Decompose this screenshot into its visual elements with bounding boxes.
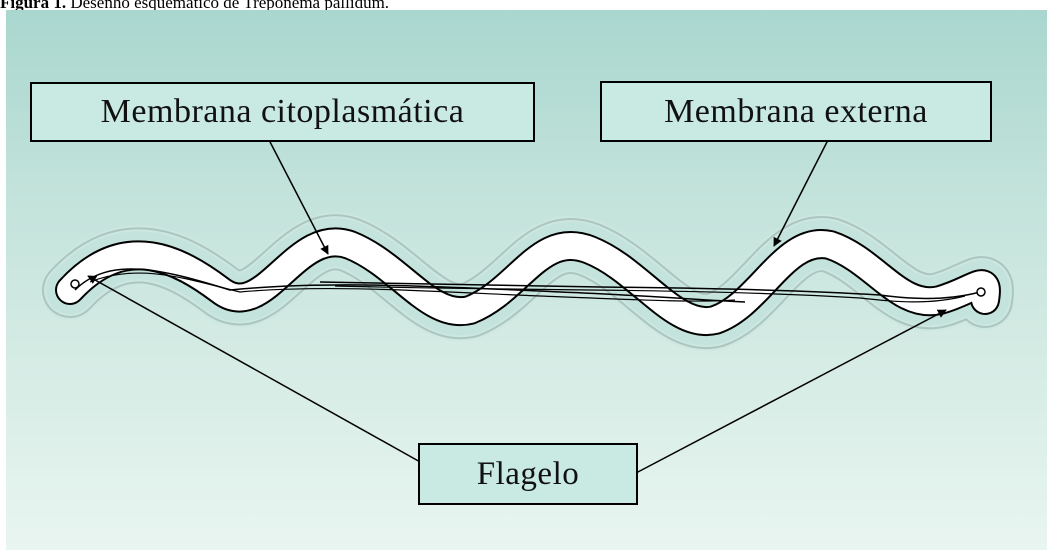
outer-membrane-label: Membrana externa <box>600 81 992 142</box>
cytoplasmic-membrane-label: Membrana citoplasmática <box>30 82 535 142</box>
flagellum-insertion-right <box>977 288 985 296</box>
flagellum-label: Flagelo <box>418 443 638 505</box>
flagellum-insertion-left <box>71 280 79 288</box>
